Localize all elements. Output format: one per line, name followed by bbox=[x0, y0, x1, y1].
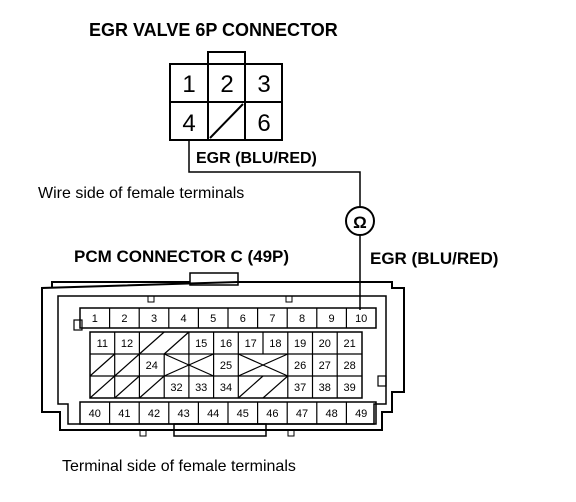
pcm-pin: 41 bbox=[118, 408, 130, 420]
pcm-pin: 11 bbox=[97, 338, 108, 350]
pcm-pin: 40 bbox=[89, 408, 101, 420]
pcm-pin: 8 bbox=[299, 313, 305, 325]
pcm-pin: 10 bbox=[355, 313, 367, 325]
pcm-pin: 6 bbox=[240, 313, 246, 325]
pcm-pin: 15 bbox=[195, 338, 207, 350]
terminal-side-caption: Terminal side of female terminals bbox=[62, 458, 296, 475]
pcm-pin: 3 bbox=[151, 313, 157, 325]
pcm-pin: 34 bbox=[220, 382, 232, 394]
egr-pin-3: 3 bbox=[257, 71, 270, 98]
pcm-pin: 37 bbox=[294, 382, 306, 394]
pcm-pin: 33 bbox=[195, 382, 207, 394]
pcm-pin: 16 bbox=[220, 338, 232, 350]
pcm-pin: 28 bbox=[343, 360, 355, 372]
pcm-pin: 32 bbox=[170, 382, 182, 394]
pcm-pin: 48 bbox=[325, 408, 337, 420]
pcm-pin: 24 bbox=[146, 360, 158, 372]
pcm-pin: 20 bbox=[319, 338, 331, 350]
pcm-pin: 26 bbox=[294, 360, 306, 372]
pcm-pin: 46 bbox=[266, 408, 278, 420]
egr-6p-connector: 1 2 3 4 6 bbox=[169, 51, 283, 141]
pcm-pin: 4 bbox=[181, 313, 187, 325]
pcm-pin: 19 bbox=[294, 338, 306, 350]
pcm-pin: 27 bbox=[319, 360, 331, 372]
pcm-pin: 1 bbox=[92, 313, 98, 325]
pcm-pin: 43 bbox=[177, 408, 189, 420]
egr-wire-label-top: EGR (BLU/RED) bbox=[196, 150, 317, 167]
pcm-pin: 7 bbox=[269, 313, 275, 325]
wire-side-caption: Wire side of female terminals bbox=[38, 185, 244, 202]
pcm-pin: 21 bbox=[343, 338, 355, 350]
pcm-pin: 42 bbox=[148, 408, 160, 420]
pcm-pin: 17 bbox=[245, 338, 257, 350]
egr-pin-6: 6 bbox=[257, 110, 270, 137]
pcm-pin: 25 bbox=[220, 360, 232, 372]
pcm-pin: 2 bbox=[121, 313, 127, 325]
pcm-connector-49p: 1 2 3 4 5 6 7 8 9 10 bbox=[41, 272, 405, 437]
pcm-pin: 38 bbox=[319, 382, 331, 394]
egr-connector-title: EGR VALVE 6P CONNECTOR bbox=[89, 20, 338, 40]
pcm-pin: 18 bbox=[269, 338, 281, 350]
pcm-pin: 49 bbox=[355, 408, 367, 420]
pcm-pin: 47 bbox=[296, 408, 308, 420]
pcm-pin: 9 bbox=[329, 313, 335, 325]
egr-pin-2: 2 bbox=[220, 71, 233, 98]
pcm-pin: 5 bbox=[210, 313, 216, 325]
egr-wire-top bbox=[188, 140, 361, 208]
pcm-pin: 45 bbox=[237, 408, 249, 420]
pcm-pin: 39 bbox=[343, 382, 355, 394]
egr-wire-label-right: EGR (BLU/RED) bbox=[370, 249, 498, 268]
ohm-symbol: Ω bbox=[353, 213, 367, 232]
egr-pin-1: 1 bbox=[182, 71, 195, 98]
pcm-pin: 44 bbox=[207, 408, 219, 420]
egr-pin-4: 4 bbox=[182, 110, 195, 137]
pcm-connector-title: PCM CONNECTOR C (49P) bbox=[74, 247, 289, 266]
pcm-pin: 12 bbox=[121, 338, 133, 350]
